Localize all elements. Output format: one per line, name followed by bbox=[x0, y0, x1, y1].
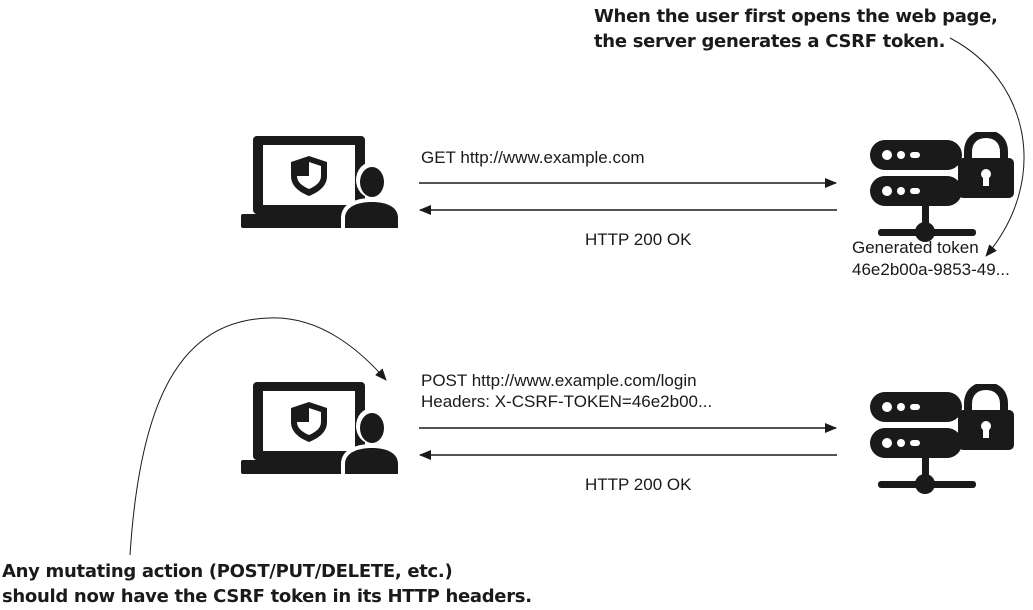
response-label-1: HTTP 200 OK bbox=[585, 230, 692, 249]
laptop-shield-user-icon bbox=[241, 382, 401, 476]
post-request-label: POST http://www.example.com/login bbox=[421, 371, 697, 390]
get-request-label: GET http://www.example.com bbox=[421, 148, 645, 167]
bottom-callout-line-1: Any mutating action (POST/PUT/DELETE, et… bbox=[2, 561, 453, 582]
csrf-header-label: Headers: X-CSRF-TOKEN=46e2b00... bbox=[421, 392, 713, 411]
bottom-callout-line-2: should now have the CSRF token in its HT… bbox=[2, 586, 532, 607]
server-lock-icon bbox=[870, 132, 1014, 242]
response-label-2: HTTP 200 OK bbox=[585, 475, 692, 494]
server-lock-icon bbox=[870, 384, 1014, 494]
header-callout-curve bbox=[129, 317, 387, 556]
bottom-callout: Any mutating action (POST/PUT/DELETE, et… bbox=[2, 559, 532, 609]
generated-token-label: Generated token bbox=[852, 238, 979, 257]
laptop-shield-user-icon bbox=[241, 136, 401, 230]
top-callout-line-1: When the user first opens the web page, bbox=[594, 6, 998, 27]
top-callout: When the user first opens the web page, … bbox=[594, 4, 998, 54]
generated-token-value: 46e2b00a-9853-49... bbox=[852, 260, 1010, 279]
token-callout-curve bbox=[949, 37, 1025, 257]
top-callout-line-2: the server generates a CSRF token. bbox=[594, 31, 946, 52]
